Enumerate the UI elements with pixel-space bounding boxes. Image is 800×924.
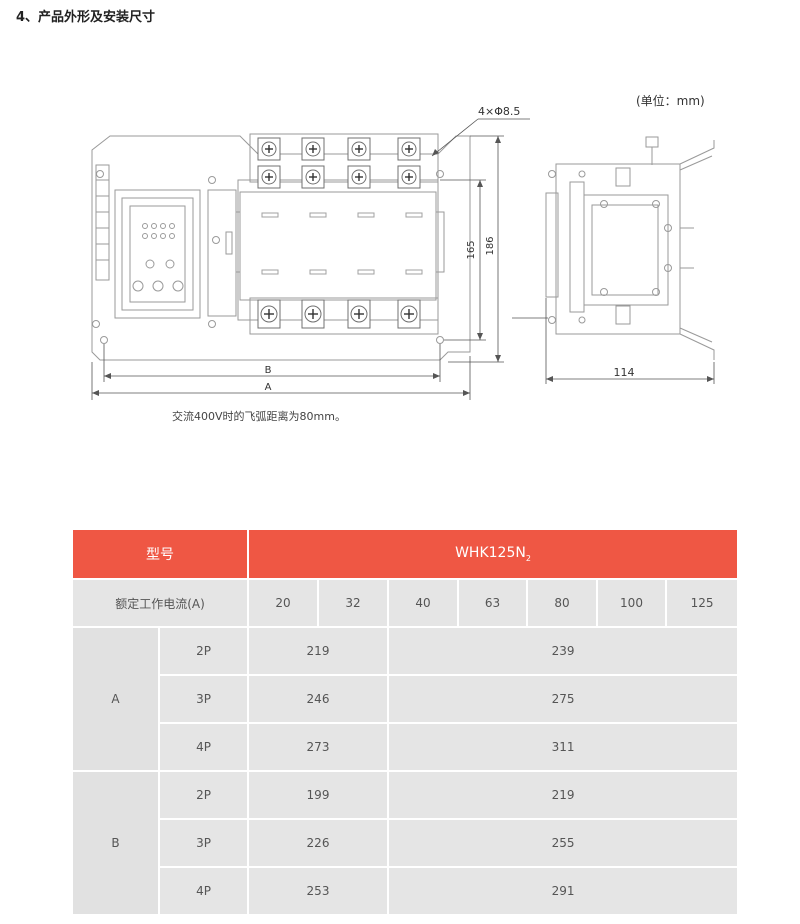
- pole-cell: 4P: [160, 724, 249, 772]
- pole-cell: 2P: [160, 628, 249, 676]
- current-cell: 20: [249, 580, 319, 628]
- table-row: A 2P 219 239: [73, 628, 738, 772]
- value-cell: 255: [389, 820, 738, 868]
- model-subscript: 2: [525, 553, 531, 563]
- current-label-cell: 额定工作电流(A): [73, 580, 249, 628]
- current-row: 额定工作电流(A) 20 32 40 63 80 100 125: [73, 580, 738, 628]
- model-label-cell: 型号: [73, 530, 249, 580]
- value-cell: 311: [389, 724, 738, 772]
- value-cell: 253: [249, 868, 389, 916]
- current-cell: 80: [528, 580, 598, 628]
- pole-cell: 2P: [160, 772, 249, 820]
- table-row: 3P 226 255: [73, 820, 738, 868]
- dimension-165-label: 165: [466, 240, 477, 259]
- value-cell: 291: [389, 868, 738, 916]
- group-label-cell: B: [73, 772, 160, 916]
- dimension-b-label: B: [265, 365, 272, 376]
- table-row: 4P 253 291: [73, 868, 738, 916]
- value-cell: 226: [249, 820, 389, 868]
- unit-label: (单位：mm): [636, 94, 705, 108]
- value-cell: 246: [249, 676, 389, 724]
- value-cell: 273: [249, 724, 389, 772]
- model-value-cell: WHK125N2: [249, 530, 738, 580]
- table-row: 4P 273 311: [73, 724, 738, 772]
- model-value: WHK125N: [455, 545, 526, 562]
- current-cell: 63: [459, 580, 528, 628]
- value-cell: 219: [249, 628, 389, 676]
- current-cell: 125: [667, 580, 738, 628]
- value-cell: 275: [389, 676, 738, 724]
- section-title: 4、产品外形及安装尺寸: [16, 10, 156, 25]
- hole-dimension-label: 4×Φ8.5: [478, 105, 520, 118]
- current-cell: 40: [389, 580, 459, 628]
- arc-distance-note: 交流400V时的飞弧距离为80mm。: [172, 410, 346, 423]
- pole-cell: 3P: [160, 820, 249, 868]
- spec-table: 型号 WHK125N2 额定工作电流(A) 20 32 40 63 80 100…: [73, 530, 738, 916]
- value-cell: 219: [389, 772, 738, 820]
- pole-cell: 4P: [160, 868, 249, 916]
- dimension-114-label: 114: [614, 366, 635, 379]
- table-row: B 2P 199 219: [73, 772, 738, 916]
- table-row: 3P 246 275: [73, 676, 738, 724]
- value-cell: 239: [389, 628, 738, 676]
- value-cell: 199: [249, 772, 389, 820]
- pole-cell: 3P: [160, 676, 249, 724]
- group-label-cell: A: [73, 628, 160, 772]
- dimension-a-label: A: [265, 382, 272, 393]
- table-header-row: 型号 WHK125N2: [73, 530, 738, 580]
- dimension-186-label: 186: [485, 236, 496, 255]
- outline-drawing: 4×Φ8.5 165 186 B A 114: [91, 105, 715, 400]
- current-cell: 100: [598, 580, 667, 628]
- current-cell: 32: [319, 580, 389, 628]
